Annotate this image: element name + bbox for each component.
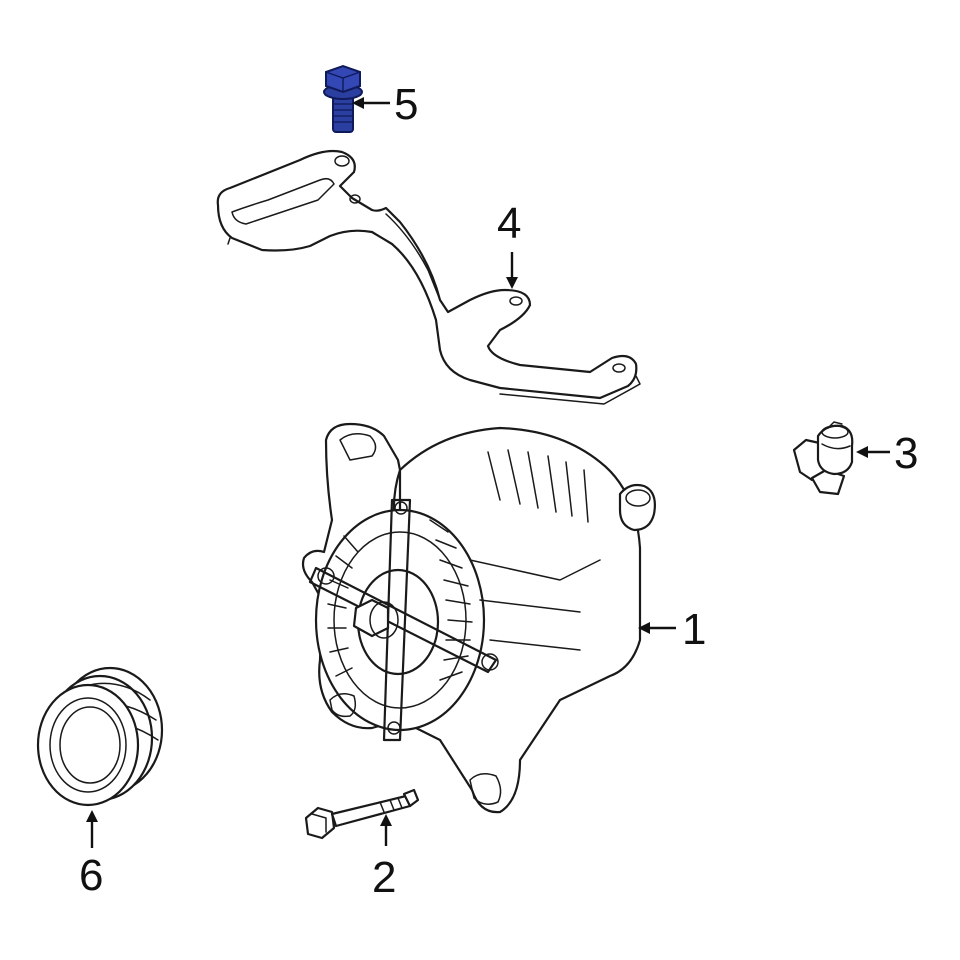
callout-number-5: 5 <box>394 80 418 129</box>
callout-6: 6 <box>79 810 103 900</box>
callout-number-6: 6 <box>79 851 103 900</box>
pulley[interactable] <box>36 666 164 807</box>
callout-5: 5 <box>352 80 418 129</box>
callout-number-3: 3 <box>894 429 918 478</box>
alternator-bolt[interactable] <box>304 788 420 840</box>
mounting-bracket[interactable] <box>216 149 641 405</box>
bracket-bolt[interactable] <box>323 64 363 133</box>
alternator[interactable] <box>301 422 656 814</box>
callout-1: 1 <box>638 605 706 654</box>
callout-number-1: 1 <box>682 605 706 654</box>
callout-number-4: 4 <box>497 199 521 248</box>
connector-bracket[interactable] <box>792 421 854 496</box>
callout-4: 4 <box>497 199 521 289</box>
callout-3: 3 <box>856 429 918 478</box>
callout-2: 2 <box>372 814 396 902</box>
callout-number-2: 2 <box>372 853 396 902</box>
